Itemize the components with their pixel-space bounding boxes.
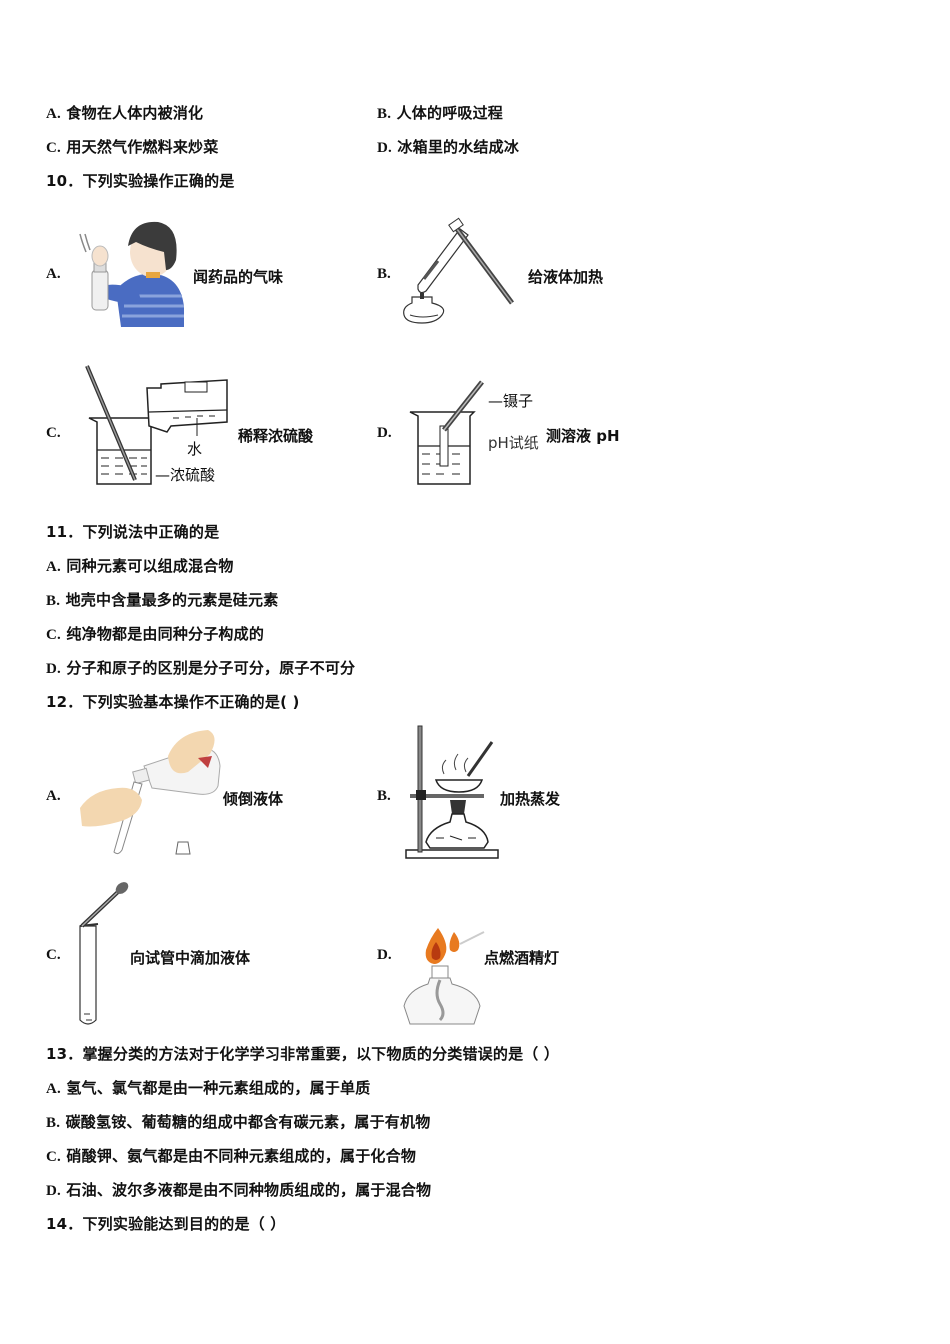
q12-c-caption: 向试管中滴加液体 (130, 949, 251, 967)
q9-option-c: C. 用天然气作燃料来炒菜 (46, 138, 219, 156)
q12-a-caption: 倾倒液体 (223, 790, 284, 808)
figure-heating-liquid (402, 215, 522, 325)
q12-stem: 12．下列实验基本操作不正确的是( ) (46, 693, 300, 711)
figure-lighting-alcohol-lamp (403, 924, 488, 1028)
q10-c-caption: 稀释浓硫酸 (238, 427, 314, 445)
q10-b-caption: 给液体加热 (528, 268, 604, 286)
figure-measuring-ph (408, 378, 488, 488)
q11-option-b: B. 地壳中含量最多的元素是硅元素 (46, 591, 279, 609)
q9-option-b: B. 人体的呼吸过程 (377, 104, 503, 122)
q10-a-letter: A. (46, 266, 61, 282)
q12-d-caption: 点燃酒精灯 (484, 949, 560, 967)
q13-option-b: B. 碳酸氢铵、葡萄糖的组成中都含有碳元素，属于有机物 (46, 1113, 431, 1131)
ph-paper-label: pH试纸 (488, 434, 539, 452)
water-label: 水 (187, 440, 203, 458)
figure-smelling-chemical (76, 212, 188, 327)
q12-c-letter: C. (46, 947, 61, 963)
q10-stem: 10．下列实验操作正确的是 (46, 172, 235, 190)
q10-d-caption: 测溶液 pH (546, 427, 620, 445)
tweezers-label: —镊子 (488, 392, 534, 410)
q9-option-d: D. 冰箱里的水结成冰 (377, 138, 520, 156)
q10-b-letter: B. (377, 266, 391, 282)
q11-option-d: D. 分子和原子的区别是分子可分，原子不可分 (46, 659, 356, 677)
figure-heating-evaporation (405, 724, 502, 860)
figure-pouring-liquid (78, 726, 223, 858)
q14-stem: 14．下列实验能达到目的的是（ ） (46, 1215, 286, 1233)
acid-label: —浓硫酸 (155, 466, 216, 484)
q13-option-c: C. 硝酸钾、氨气都是由不同种元素组成的，属于化合物 (46, 1147, 417, 1165)
q10-d-letter: D. (377, 425, 392, 441)
q10-c-letter: C. (46, 425, 61, 441)
q12-b-letter: B. (377, 788, 391, 804)
figure-diluting-acid (85, 362, 235, 490)
q11-stem: 11．下列说法中正确的是 (46, 523, 220, 541)
q13-stem: 13．掌握分类的方法对于化学学习非常重要，以下物质的分类错误的是（ ） (46, 1045, 560, 1063)
figure-adding-drops (76, 882, 132, 1028)
q12-b-caption: 加热蒸发 (500, 790, 561, 808)
q12-d-letter: D. (377, 947, 392, 963)
q12-a-letter: A. (46, 788, 61, 804)
q11-option-a: A. 同种元素可以组成混合物 (46, 557, 234, 575)
q13-option-d: D. 石油、波尔多液都是由不同种物质组成的，属于混合物 (46, 1181, 432, 1199)
q10-a-caption: 闻药品的气味 (193, 268, 284, 286)
q11-option-c: C. 纯净物都是由同种分子构成的 (46, 625, 265, 643)
q13-option-a: A. 氢气、氯气都是由一种元素组成的，属于单质 (46, 1079, 371, 1097)
q9-option-a: A. 食物在人体内被消化 (46, 104, 204, 122)
